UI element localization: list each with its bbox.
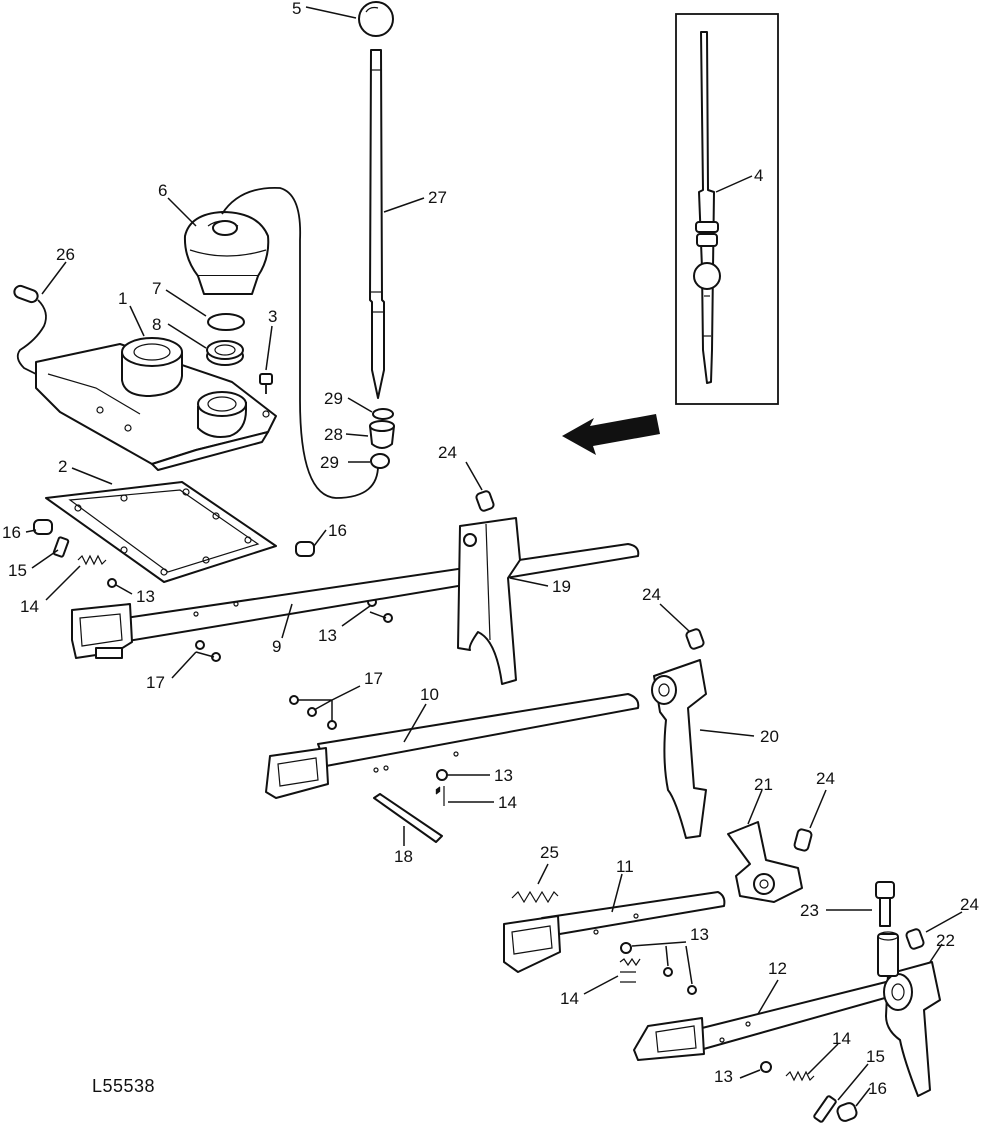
callout-17-a: 17: [146, 673, 165, 692]
washer-29-upper: [372, 408, 394, 420]
callout-17-b: 17: [364, 669, 383, 688]
set-screw-24-d: [905, 928, 925, 950]
callout-21: 21: [754, 775, 773, 794]
callout-5: 5: [292, 0, 301, 18]
callout-14-c: 14: [560, 989, 579, 1008]
ball-13-f: [663, 967, 673, 977]
callout-labels: 5 27 4 6 26 7 1 3 8 29 28 24 2 29 16 16 …: [2, 0, 979, 1098]
callout-24-d: 24: [960, 895, 979, 914]
callout-11: 11: [616, 857, 634, 876]
shifter-cover-1: [35, 337, 277, 471]
callout-10: 10: [420, 685, 439, 704]
inset-panel: [675, 13, 779, 405]
callout-2: 2: [58, 457, 67, 476]
set-screw-24-c: [793, 828, 813, 852]
bolt-23: [875, 881, 899, 977]
callout-22: 22: [936, 931, 955, 950]
shift-fork-19: [457, 517, 521, 685]
shift-fork-21: [727, 821, 803, 903]
gasket-2: [45, 481, 277, 583]
callout-24-c: 24: [816, 769, 835, 788]
callout-9: 9: [272, 637, 281, 656]
callout-8: 8: [152, 315, 161, 334]
assembly-path-line: [221, 187, 379, 499]
callout-20: 20: [760, 727, 779, 746]
ball-17-a: [195, 640, 205, 650]
callout-14-b: 14: [498, 793, 517, 812]
callout-4: 4: [754, 166, 763, 185]
callout-24-a: 24: [438, 443, 457, 462]
pin-15-lower: [813, 1095, 837, 1123]
callout-23: 23: [800, 901, 819, 920]
shift-rail-11: [503, 891, 726, 973]
shift-rail-12: [633, 981, 895, 1061]
plug-16-upper: [33, 519, 53, 535]
callout-24-b: 24: [642, 585, 661, 604]
plug-16-middle: [295, 541, 315, 557]
switch-sensor-26: [13, 284, 47, 375]
ball-13-h: [760, 1061, 772, 1073]
callout-16-b: 16: [328, 521, 347, 540]
callout-13-b: 13: [318, 626, 337, 645]
callout-12: 12: [768, 959, 787, 978]
shift-fork-22: [883, 961, 941, 1097]
callout-25: 25: [540, 843, 559, 862]
ball-13-a: [107, 578, 117, 588]
lever-rod-27: [369, 49, 385, 399]
callout-27: 27: [428, 188, 447, 207]
spring-14-lower-b: [785, 1070, 815, 1082]
ball-17-c: [289, 695, 299, 705]
callout-7: 7: [152, 279, 161, 298]
direction-arrow: [562, 414, 660, 455]
figure-id: L55538: [92, 1076, 155, 1096]
callout-14-a: 14: [20, 597, 39, 616]
callout-15-b: 15: [866, 1047, 885, 1066]
callout-19: 19: [552, 577, 571, 596]
callout-18: 18: [394, 847, 413, 866]
shift-rail-10: [265, 693, 640, 799]
ball-13-d: [436, 769, 448, 781]
boot-6: [183, 211, 270, 295]
shift-fork-20: [651, 659, 707, 839]
callout-15-a: 15: [8, 561, 27, 580]
callout-28: 28: [324, 425, 343, 444]
snap-ring-7: [207, 313, 245, 331]
spring-25: [511, 890, 559, 904]
callout-6: 6: [158, 181, 167, 200]
set-screw-24-a: [475, 490, 495, 512]
leader-lines: [25, 6, 963, 1107]
callout-16-a: 16: [2, 523, 21, 542]
callout-13-c: 13: [494, 766, 513, 785]
callout-13-d: 13: [690, 925, 709, 944]
pin-15-upper: [52, 536, 70, 558]
callout-1: 1: [118, 289, 127, 308]
callout-29-upper: 29: [324, 389, 343, 408]
spring-14-middle: [435, 786, 445, 806]
cap-screw-3: [259, 373, 273, 394]
ball-13-g: [687, 985, 697, 995]
bushing-8: [206, 340, 244, 366]
callout-16-c: 16: [868, 1079, 887, 1098]
callout-29-lower: 29: [320, 453, 339, 472]
plug-16-lower: [836, 1102, 858, 1122]
set-screw-24-b: [685, 628, 705, 650]
shift-lever-assembly-4: [693, 31, 721, 384]
callout-14-d: 14: [832, 1029, 851, 1048]
pin-18: [373, 793, 443, 843]
callout-13-e: 13: [714, 1067, 733, 1086]
spring-14-lower-a: [619, 957, 641, 983]
ball-13-e: [620, 942, 632, 954]
callout-26: 26: [56, 245, 75, 264]
washer-29-lower: [370, 453, 390, 469]
callout-3: 3: [268, 307, 277, 326]
pivot-ball-28: [369, 420, 395, 449]
ball-17-e: [327, 720, 337, 730]
callout-13-a: 13: [136, 587, 155, 606]
spring-14-upper: [77, 554, 107, 566]
